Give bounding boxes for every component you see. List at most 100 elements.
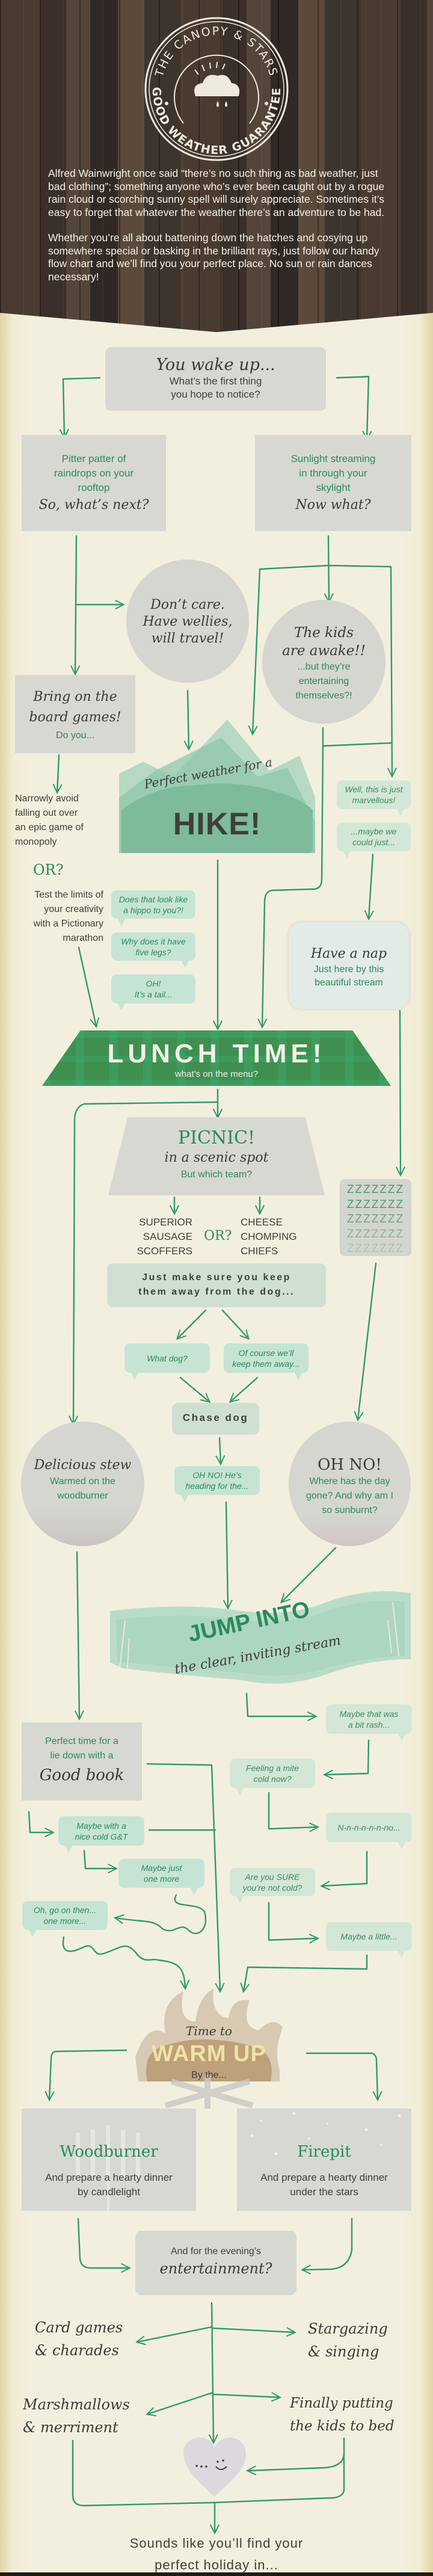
flow-arrow: [115, 1894, 206, 1935]
kids-circle: The kids are awake!! ...but they’re ente…: [262, 600, 385, 724]
lunch-rug: LUNCH TIME! what’s on the menu?: [42, 1031, 391, 1086]
wellies-circle: Don’t care. Have wellies, will travel!: [126, 559, 249, 683]
rain-prompt: So, what’s next?: [38, 498, 149, 513]
activity-kids-bed: Finally putting the kids to bed: [290, 2396, 395, 2434]
flow-arrow: [369, 853, 373, 919]
activity-marshmallows: Marshmallows & merriment: [23, 2396, 130, 2436]
rain-text: Pitter patter of raindrops on your rooft…: [54, 453, 134, 493]
entertainment-lead: And for the evening’s: [170, 2246, 262, 2257]
flow-arrow: [358, 1262, 377, 1420]
snore-text: ZZZZZZZ: [346, 1213, 405, 1225]
flow-arrow: [268, 1792, 318, 1829]
flow-arrow: [78, 946, 96, 1026]
speech-bubble: N-n-n-n-n-n-no...: [326, 1813, 412, 1849]
stars-icon: [250, 2112, 401, 2155]
flow-arrow: [230, 1376, 259, 1402]
speech-bubble: Maybe with a nice cold G&T: [58, 1816, 144, 1853]
flow-arrow: [281, 1547, 337, 1602]
snore-text: ZZZZZZZ: [346, 1183, 405, 1196]
snore-box: ZZZZZZZ ZZZZZZZ ZZZZZZZ ZZZZZZZ ZZZZZZZ: [340, 1179, 411, 1256]
entertainment-title: entertainment?: [159, 2260, 272, 2277]
speech-bubble: Maybe just one more: [118, 1859, 204, 1895]
nap-subtitle: Just here by this beautiful stream: [313, 964, 384, 988]
speech-bubble: OH NO! He’s heading for the...: [174, 1466, 260, 1502]
flow-arrow: [245, 1692, 316, 1716]
flow-arrow: [306, 2052, 378, 2100]
flow-arrow: [28, 1811, 53, 1832]
woodburner-title: Woodburner: [60, 2143, 158, 2161]
entertainment-box: And for the evening’s entertainment?: [135, 2231, 296, 2295]
woodburner-box: Woodburner And prepare a hearty dinner b…: [22, 2109, 196, 2211]
kids-title: The kids are awake!!: [282, 625, 366, 659]
start-box: You wake up... What’s the first thing yo…: [105, 347, 326, 411]
speech-bubble: What dog?: [124, 1343, 210, 1380]
flow-arrow: [83, 1849, 116, 1869]
speech-bubble: Maybe that was a bit rash...: [326, 1704, 412, 1741]
hike-title: HIKE!: [173, 807, 262, 842]
snore-text: ZZZZZZZ: [346, 1227, 405, 1240]
mountain-icon: [119, 719, 315, 853]
speech-bubble: Oh, go on then... one more...: [22, 1901, 108, 1937]
flow-arrow: [248, 2453, 345, 2471]
lunch-subtitle: what’s on the menu?: [174, 1069, 259, 1079]
firepit-title: Firepit: [297, 2143, 351, 2161]
intro-paragraph: Alfred Wainwright once said “there’s no …: [48, 167, 385, 219]
monopoly-option: Narrowly avoid falling out over an epic …: [15, 793, 84, 847]
flow-arrow: [327, 564, 392, 776]
flow-arrow: [137, 2326, 213, 2342]
flow-arrow: [212, 2302, 213, 2442]
dog-warning-box: Just make sure you keep them away from t…: [107, 1263, 326, 1307]
snore-text: ZZZZZZZ: [346, 1242, 405, 1255]
rain-box: Pitter patter of raindrops on your rooft…: [22, 435, 166, 531]
speech-bubble: OH! It’s a tail...: [111, 975, 195, 1011]
start-question: What’s the first thing you hope to notic…: [169, 375, 262, 400]
stew-circle: Delicious stew Warmed on the woodburner: [21, 1422, 144, 1546]
flow-arrow: [57, 754, 59, 792]
flow-arrow: [77, 1551, 79, 1719]
book-text: Perfect time for a lie down with a: [45, 1736, 118, 1761]
flow-arrow: [400, 1009, 401, 1175]
flow-arrow: [73, 1101, 218, 1424]
flow-arrow: [221, 1309, 248, 1339]
flow-arrow: [226, 1501, 228, 1608]
warm-up-fire: Time to WARM UP By the...: [129, 1985, 289, 2112]
sun-text: Sunlight streaming in through your skyli…: [290, 453, 376, 493]
flow-arrow: [262, 745, 324, 1027]
sun-cloud-rain-icon: [194, 61, 240, 107]
board-games-title: Bring on the board games!: [29, 689, 121, 725]
speech-bubble: Well, this is just marvellous!: [337, 780, 411, 816]
flow-arrow: [211, 2328, 295, 2332]
sun-box: Sunlight streaming in through your skyli…: [255, 435, 411, 531]
pictionary-option: Test the limits of your creativity with …: [33, 890, 104, 943]
smiling-heart-icon: [183, 2438, 246, 2497]
team-cheese: CHEESE CHOMPING CHIEFS: [241, 1216, 297, 1257]
logo-badge: THE CANOPY & STARS GOOD WEATHER GUARANTE…: [144, 17, 289, 161]
flow-arrow: [75, 535, 76, 674]
flow-arrows: [28, 375, 401, 2533]
flow-arrow: [325, 1739, 370, 1775]
flow-arrow: [77, 2217, 129, 2268]
flow-arrow: [177, 1309, 207, 1339]
flow-arrow: [244, 1954, 368, 1991]
board-games-box: Bring on the board games! Do you...: [15, 675, 135, 753]
or-label: OR?: [33, 861, 64, 878]
outro-text: Sounds like you’ll find your perfect hol…: [129, 2536, 304, 2572]
speech-bubble: Maybe a little...: [326, 1922, 412, 1958]
flow-line: [72, 2439, 215, 2507]
chase-dog-box: Chase dog: [172, 1403, 259, 1435]
flow-arrow: [188, 689, 189, 749]
start-title: You wake up...: [156, 356, 275, 374]
warm-up-subtitle: By the...: [191, 2070, 227, 2080]
nap-pillow: Have a nap Just here by this beautiful s…: [289, 922, 409, 1009]
speech-bubble: ...maybe we could just...: [337, 822, 411, 858]
book-box: Perfect time for a lie down with a Good …: [22, 1722, 142, 1801]
picnic-box: PICNIC! in a scenic spot But which team?: [108, 1117, 325, 1195]
flow-arrow: [253, 564, 330, 734]
sunburn-title: OH NO!: [318, 1456, 382, 1474]
intro-paragraph: Whether you’re all about battening down …: [48, 231, 379, 283]
book-title: Good book: [39, 1766, 124, 1784]
wellies-text: Don’t care. Have wellies, will travel!: [143, 597, 233, 646]
flow-arrow: [49, 2049, 127, 2100]
speech-bubble: Feeling a mite cold now?: [230, 1758, 315, 1795]
